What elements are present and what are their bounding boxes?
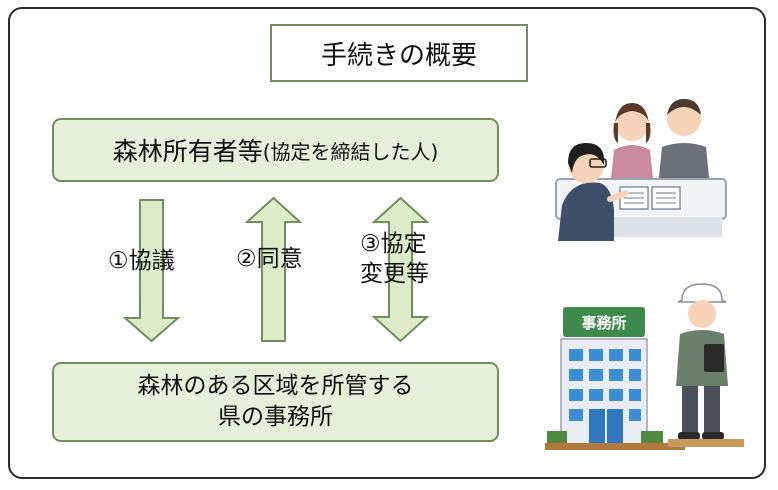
office-sign-board (563, 307, 645, 337)
outer-frame (8, 7, 766, 479)
office-building-illustration: 事務所 (545, 307, 685, 450)
change-label-line2: 変更等 (360, 260, 429, 287)
owners-sub-text: (協定を締結した人) (262, 139, 439, 164)
consent-up-arrow (244, 196, 303, 342)
office-line1: 森林のある区域を所管する (137, 372, 414, 399)
consent-label: ②同意 (236, 246, 303, 272)
page-title: 手続きの概要 (270, 24, 528, 82)
forest-owners-box: 森林所有者等(協定を締結した人) (52, 118, 499, 182)
change-double-arrow (371, 196, 430, 343)
prefectural-office-box: 森林のある区域を所管する 県の事務所 (52, 362, 499, 442)
man-figure (658, 99, 710, 187)
official-figure (558, 143, 629, 241)
consult-down-arrow (122, 199, 181, 343)
change-label-line1: ③協定 (360, 231, 427, 257)
title-text: 手続きの概要 (320, 40, 477, 71)
meeting-people-illustration (555, 99, 727, 241)
woman-figure (610, 103, 654, 187)
worker-helmet-illustration (668, 283, 744, 447)
owners-main-text: 森林所有者等 (112, 137, 263, 166)
change-label: ③協定 変更等 (360, 230, 429, 290)
clipboard (704, 344, 724, 372)
office-line2: 県の事務所 (218, 404, 333, 430)
office-sign-text: 事務所 (581, 314, 626, 332)
consult-label: ①協議 (108, 248, 175, 274)
